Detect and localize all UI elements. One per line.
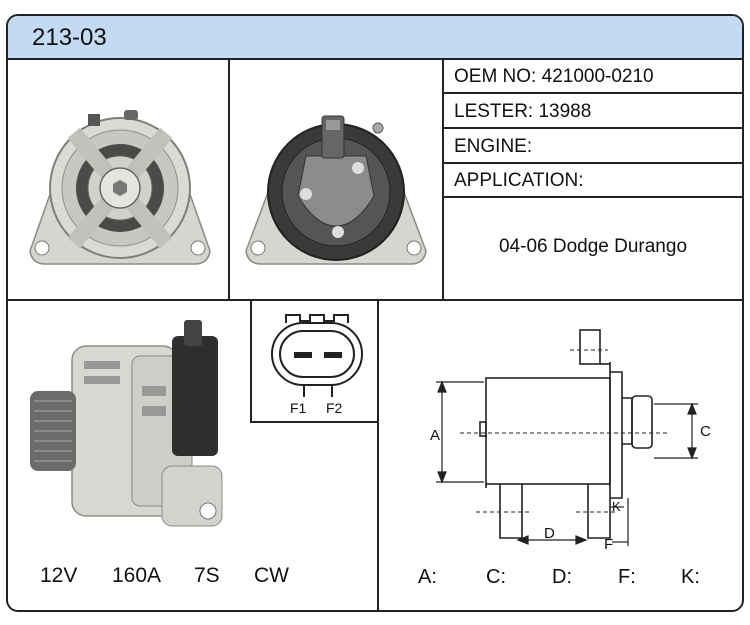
dim-k: K: (681, 566, 700, 588)
lester-label: LESTER: (454, 101, 534, 122)
engine-label: ENGINE: (454, 136, 533, 157)
divider (250, 299, 252, 423)
divider (228, 60, 230, 300)
engine-row: ENGINE: (454, 136, 532, 158)
dim-label-k: K (612, 499, 621, 514)
dim-label-a: A (430, 427, 440, 444)
oem-row: OEM NO: 421000-0210 (454, 66, 654, 88)
divider (442, 162, 742, 164)
header-bar: 213-03 (8, 16, 742, 60)
divider (8, 299, 742, 301)
divider (442, 60, 444, 300)
divider (442, 127, 742, 129)
lester-row: LESTER: 13988 (454, 101, 591, 123)
alternator-side-view (30, 320, 223, 527)
product-card: 213-03 OEM NO: 421000-0210 LESTER: 13988… (6, 14, 744, 612)
dim-d: D: (552, 566, 572, 588)
lester-value: 13988 (538, 101, 592, 122)
divider (377, 299, 379, 610)
alternator-rear-view (245, 115, 427, 265)
dim-c: C: (486, 566, 506, 588)
oem-value: 421000-0210 (541, 66, 654, 87)
alternator-front-view (29, 110, 211, 265)
dim-a: A: (418, 566, 437, 588)
rotation-spec: CW (254, 564, 289, 587)
connector-plug-icon: F1 F2 (271, 314, 363, 416)
oem-label: OEM NO: (454, 66, 537, 87)
pulley-spec: 7S (194, 564, 220, 587)
application-value: 04-06 Dodge Durango (498, 236, 688, 257)
divider (250, 421, 378, 423)
dimension-drawing: A C D F K (430, 329, 711, 552)
amperage-spec: 160A (112, 564, 162, 587)
dim-f: F: (618, 566, 636, 588)
divider (442, 92, 742, 94)
application-row: APPLICATION: (454, 170, 584, 192)
connector-pin-f2: F2 (326, 400, 343, 416)
dim-label-f: F (604, 536, 613, 552)
voltage-spec: 12V (40, 564, 78, 587)
part-number-title: 213-03 (32, 24, 107, 51)
dim-label-c: C (700, 423, 711, 440)
dim-label-d: D (544, 525, 555, 542)
application-label: APPLICATION: (454, 170, 584, 191)
divider (442, 196, 742, 198)
connector-pin-f1: F1 (290, 400, 307, 416)
